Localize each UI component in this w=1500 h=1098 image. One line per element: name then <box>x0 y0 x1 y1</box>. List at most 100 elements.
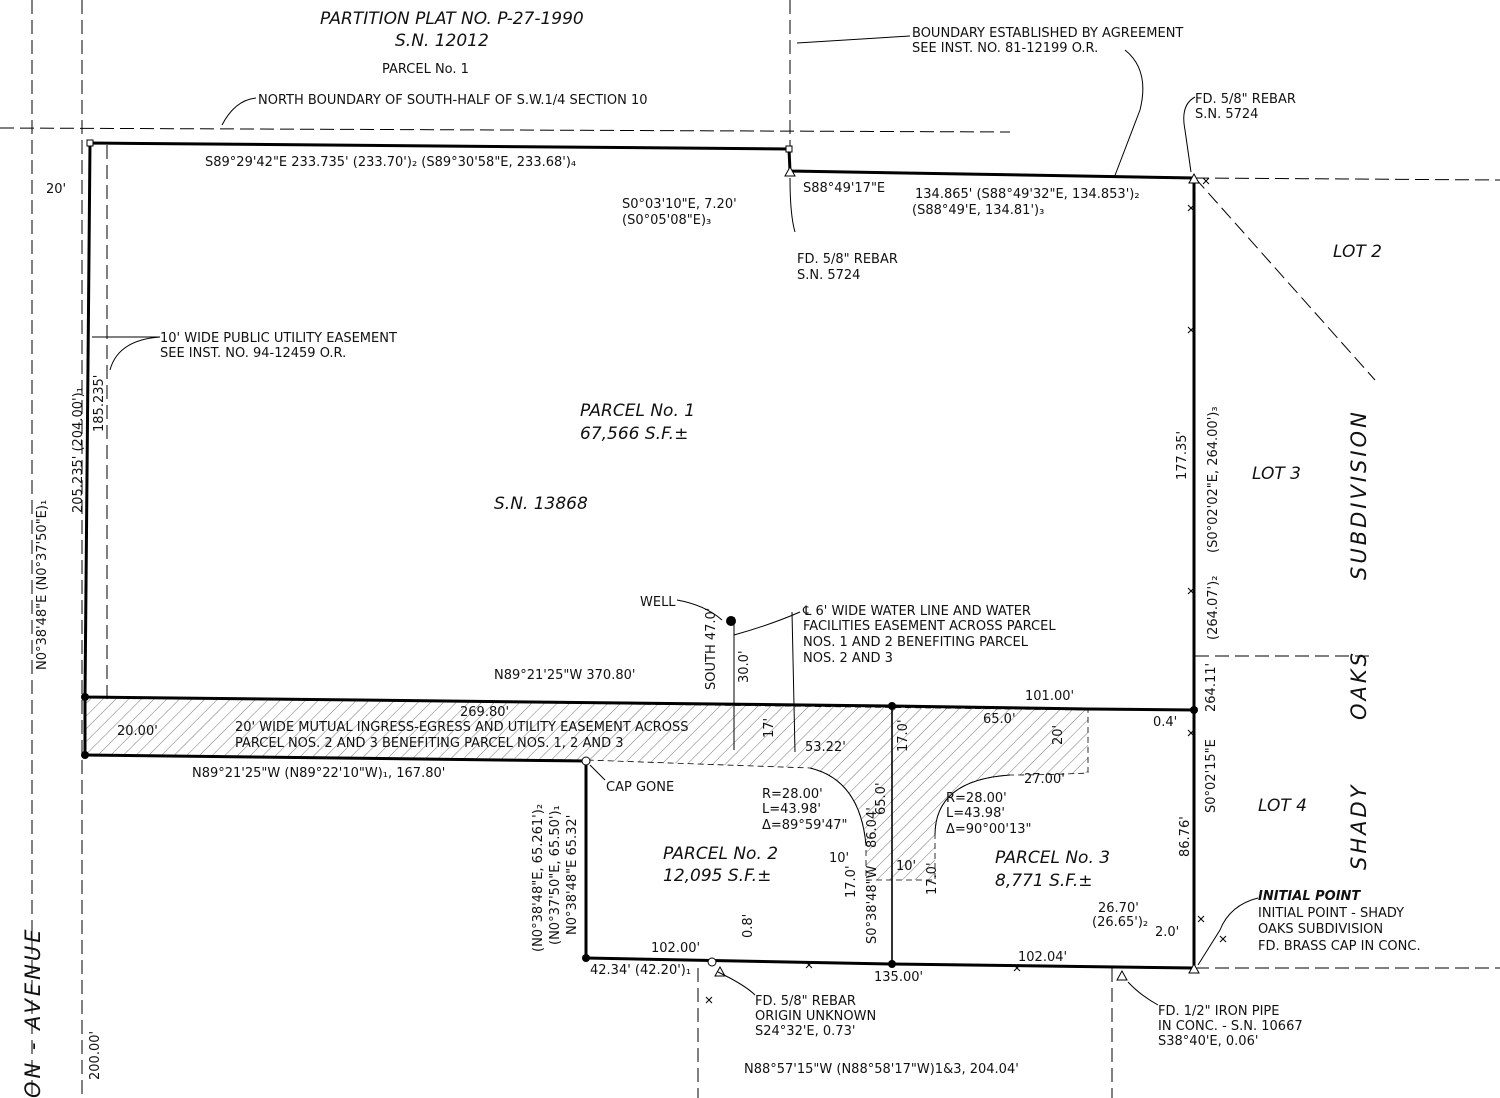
dim-53-22: 53.22' <box>805 740 846 755</box>
plat-sn: S.N. 12012 <box>395 31 489 51</box>
parcel-3-name: PARCEL No. 3 <box>995 848 1110 868</box>
dim-0-4: 0.4' <box>1153 715 1177 730</box>
water-easement-label-1: ℄ 6' WIDE WATER LINE AND WATER <box>802 604 1031 619</box>
lot-line-2 <box>1194 177 1376 381</box>
curve-2-radius: R=28.00' <box>946 791 1007 806</box>
dim-2-0: 2.0' <box>1155 925 1179 940</box>
utility-easement-label-2: SEE INST. NO. 94-12459 O.R. <box>160 346 346 361</box>
ne-rebar-label: FD. 5/8" REBAR <box>1195 92 1296 107</box>
mid-rebar-label: FD. 5/8" REBAR <box>797 252 898 267</box>
dim-30-0: 30.0' <box>737 650 752 683</box>
jog-monument <box>785 145 793 153</box>
section-line <box>0 127 1011 133</box>
corner-dot-b <box>81 751 89 759</box>
ingress-easement-label-2: PARCEL NOS. 2 AND 3 BENEFITING PARCEL NO… <box>235 736 623 751</box>
cap-gone-label: CAP GONE <box>606 780 674 795</box>
parcel-3-area: 8,771 S.F.± <box>995 871 1093 891</box>
subdivision-word-subdivision: SUBDIVISION <box>1347 409 1371 580</box>
dim-42-34: 42.34' (42.20')₁ <box>590 963 691 978</box>
corner-dot-d <box>1190 706 1198 714</box>
curve-1-radius: R=28.00' <box>762 787 823 802</box>
parcel-3-south-line <box>891 962 1195 970</box>
ingress-easement-label-1: 20' WIDE MUTUAL INGRESS-EGRESS AND UTILI… <box>235 720 688 735</box>
avenue-label: ON - AVENUE <box>21 927 45 1098</box>
curve-2-length: L=43.98' <box>946 806 1005 821</box>
lot-4-label: LOT 4 <box>1258 796 1307 816</box>
east-distance-1: 177.35' <box>1175 431 1190 480</box>
iron-pipe-triangle <box>1116 969 1128 981</box>
dim-10-left: 10' <box>829 851 849 866</box>
well-label: WELL <box>640 595 676 610</box>
dim-101-00: 101.00' <box>1025 689 1074 704</box>
initial-point-label-1: INITIAL POINT - SHADY <box>1258 906 1404 921</box>
curve-east <box>934 774 1011 836</box>
rebar-unknown-circle <box>707 957 717 967</box>
curve-1-length: L=43.98' <box>762 802 821 817</box>
rebar-triangle-mid <box>784 165 796 177</box>
cap-gone-circle <box>581 756 591 766</box>
water-easement-label-3: NOS. 1 AND 2 BENEFITING PARCEL <box>803 635 1029 650</box>
north-line-bearing: S89°29'42"E 233.735' (233.70')₂ (S89°30'… <box>205 155 576 170</box>
ingress-bottom-line <box>84 753 587 763</box>
water-easement-label-2: FACILITIES EASEMENT ACROSS PARCEL <box>803 619 1056 634</box>
parcel-2-west-bearing-3: N0°38'48"E 65.32' <box>565 815 580 935</box>
leader-lines <box>92 35 1259 1006</box>
dim-269-80: 269.80' <box>460 705 509 720</box>
dim-17: 17' <box>762 718 777 738</box>
east-bearing-2: (S0°02'02"E, 264.00')₃ <box>1206 406 1221 553</box>
fence-marks <box>705 177 1227 1004</box>
water-leader <box>733 611 801 636</box>
west-distance: 205.235' (204.00')₁ <box>71 387 86 513</box>
utility-easement-label-1: 10' WIDE PUBLIC UTILITY EASEMENT <box>160 331 397 346</box>
north-boundary-label: NORTH BOUNDARY OF SOUTH-HALF OF S.W.1/4 … <box>258 93 648 108</box>
east-distance-3: (264.07')₂ <box>1206 576 1221 640</box>
rebar-unknown-label-1: FD. 5/8" REBAR <box>755 994 856 1009</box>
dim-102-00: 102.00' <box>651 941 700 956</box>
well-symbol <box>726 616 736 626</box>
dim-86-04: 86.04' <box>865 807 880 848</box>
parcel-2-south-line <box>585 956 893 966</box>
ingress-bearing: N89°21'25"W (N89°22'10"W)₁, 167.80' <box>192 766 445 781</box>
dim-20-nw: 20' <box>46 182 66 197</box>
ne-bearing-3: (S88°49'E, 134.81')₃ <box>912 203 1044 218</box>
divider-bearing: S0°38'48"W <box>865 865 880 944</box>
lot-3-label: LOT 3 <box>1252 464 1301 484</box>
dim-27-00: 27.00' <box>1024 772 1065 787</box>
dim-17-0-left: 17.0' <box>844 865 859 898</box>
agreement-label-1: BOUNDARY ESTABLISHED BY AGREEMENT <box>912 26 1183 41</box>
initial-point-title: INITIAL POINT <box>1258 889 1361 904</box>
parcel-2-name: PARCEL No. 2 <box>663 844 778 864</box>
bottom-bearing: N88°57'15"W (N88°58'17"W)1&3, 204.04' <box>744 1062 1019 1077</box>
water-leader-down <box>791 611 796 753</box>
parcel-1-area: 67,566 S.F.± <box>580 424 688 444</box>
rebar-unknown-label-2: ORIGIN UNKNOWN <box>755 1009 876 1024</box>
lot-2-label: LOT 2 <box>1333 242 1382 262</box>
west-bearing: N0°38'48"E (N0°37'50"E)₁ <box>35 500 50 670</box>
dim-26-70: 26.70' <box>1098 901 1139 916</box>
jog-bearing-2: (S0°05'08"E)₃ <box>622 213 711 228</box>
ne-bearing-1: S88°49'17"E <box>803 181 885 196</box>
ne-rebar-sn: S.N. 5724 <box>1195 107 1258 122</box>
dim-200-00: 200.00' <box>88 1031 103 1080</box>
curve-2-delta: Δ=90°00'13" <box>946 822 1031 837</box>
subdivision-word-oaks: OAKS <box>1347 650 1371 720</box>
plat-parcel: PARCEL No. 1 <box>382 62 469 77</box>
parcel-1-south-bearing: N89°21'25"W 370.80' <box>494 668 635 683</box>
initial-point-label-2: OAKS SUBDIVISION <box>1258 922 1383 937</box>
subdivision-word-shady: SHADY <box>1347 783 1371 871</box>
rebar-triangle-ne <box>1188 172 1200 184</box>
corner-dot-a <box>81 693 89 701</box>
parcel-2-area: 12,095 S.F.± <box>663 866 771 886</box>
east-distance-4: 264.11' <box>1204 663 1219 712</box>
jog-bearing-1: S0°03'10"E, 7.20' <box>622 197 737 212</box>
ne-bearing-2: 134.865' (S88°49'32"E, 134.853')₂ <box>915 187 1140 202</box>
dim-17-0-right: 17.0' <box>925 862 940 895</box>
initial-point-triangle <box>1188 962 1200 974</box>
dim-26-65: (26.65')₂ <box>1092 915 1148 930</box>
dim-10-right: 10' <box>896 859 916 874</box>
water-easement-label-4: NOS. 2 AND 3 <box>803 651 893 666</box>
mid-rebar-sn: S.N. 5724 <box>797 268 860 283</box>
nw-corner-monument <box>86 139 94 147</box>
east-bearing-5: S0°02'15"E <box>1204 739 1219 813</box>
